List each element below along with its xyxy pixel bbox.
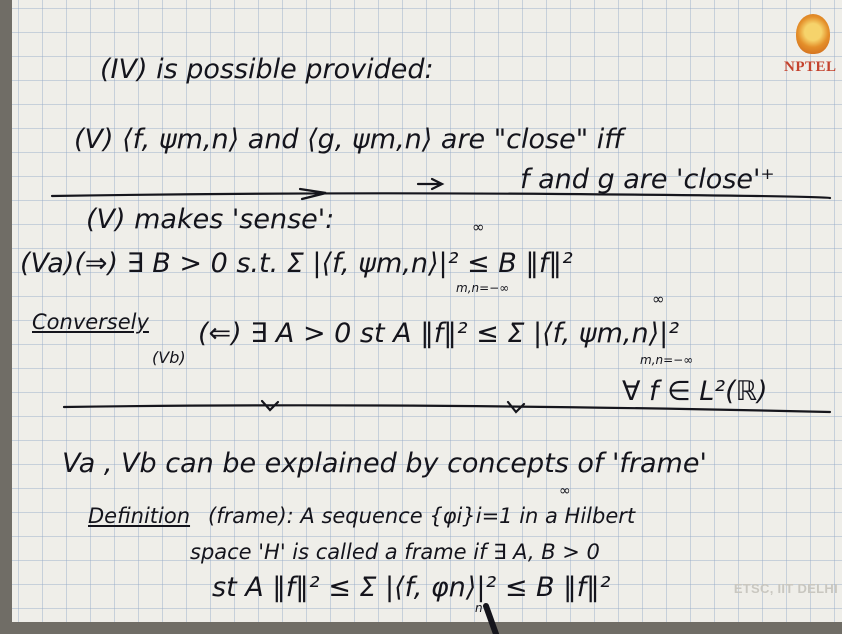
nptel-logo-text: NPTEL [784,59,837,75]
note-line-4-sup: ∞ [472,218,485,236]
note-line-7: Va , Vb can be explained by concepts of … [62,448,707,479]
note-line-2b: f and g are 'close'⁺ [520,164,775,195]
pen-stroke [483,603,499,634]
lecture-notes-page: NPTEL (IV) is possible provided: (V) ⟨f,… [12,0,842,622]
note-line-4: (Va)(⇒) ∃ B > 0 s.t. Σ |⟨f, ψm,n⟩|² ≤ B … [20,248,573,279]
arrow-2 [416,177,445,191]
note-line-3: (V) makes 'sense': [86,204,335,235]
note-line-4-sub: m,n=−∞ [456,281,510,295]
note-line-5-label: Conversely [32,310,149,334]
divider-line-1 [50,192,832,200]
tick-2 [506,400,526,414]
note-line-6: ∀ f ∈ L²(ℝ) [622,376,768,407]
note-line-5: (⇐) ∃ A > 0 st A ‖f‖² ≤ Σ |⟨f, ψm,n⟩|² [198,318,680,349]
note-line-5-sup: ∞ [652,290,665,308]
arrow-1 [298,187,327,201]
note-line-10-sub: n [475,601,483,615]
nptel-logo: NPTEL [784,14,842,86]
note-line-8: (frame): A sequence {φi}i=1 in a Hilbert [208,504,636,528]
note-line-5-sub: m,n=−∞ [640,353,694,367]
note-line-8-label: Definition [88,504,191,528]
tick-1 [260,399,280,412]
channel-watermark: ETSC, IIT DELHI [733,581,838,596]
nptel-emblem-icon [796,14,830,54]
note-line-2a: (V) ⟨f, ψm,n⟩ and ⟨g, ψm,n⟩ are "close" … [74,124,624,155]
note-line-10: st A ‖f‖² ≤ Σ |⟨f, φn⟩|² ≤ B ‖f‖² [212,572,611,603]
divider-line-2 [62,404,832,414]
note-line-8-sup: ∞ [559,483,571,499]
note-line-1: (IV) is possible provided: [100,54,434,85]
note-line-5-tag: (Vb) [152,348,186,367]
note-line-9: space 'H' is called a frame if ∃ A, B > … [190,540,600,564]
